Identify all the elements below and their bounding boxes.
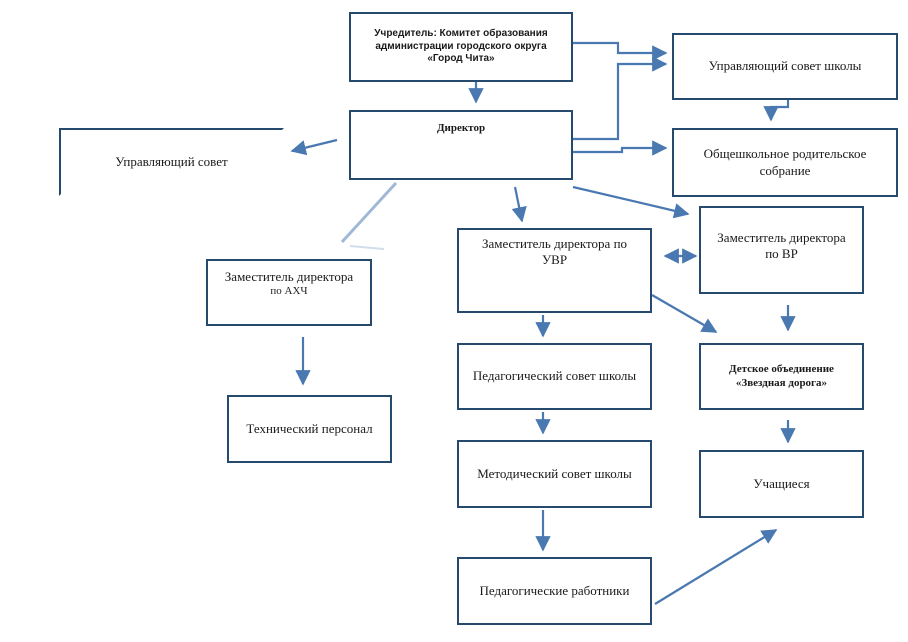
director-label: Директор <box>436 122 486 134</box>
deputy-uvr-box: Заместитель директора по УВР <box>457 228 652 313</box>
parents-meeting-line-2: собрание <box>759 162 811 178</box>
ped-workers-label: Педагогические работники <box>479 582 630 598</box>
tech-staff-label: Технический персонал <box>246 420 373 436</box>
students-label: Учащиеся <box>753 475 810 491</box>
children-assoc-box: Детское объединение «Звездная дорога» <box>699 343 864 410</box>
managing-council-school-box: Управляющий совет школы <box>672 33 898 100</box>
managing-council-label: Управляющий совет <box>115 153 228 169</box>
founder-line-3: «Город Чита» <box>427 53 495 65</box>
deputy-ahch-line-2: по АХЧ <box>270 285 308 298</box>
deputy-uvr-line-1: Заместитель директора по <box>481 236 628 251</box>
deputy-ahch-line-1: Заместитель директора <box>224 269 354 284</box>
ped-council-label: Педагогический совет школы <box>472 368 637 384</box>
children-assoc-line-1: Детское объединение <box>729 362 834 375</box>
arrow-director-to-deputy-uvr <box>511 186 527 223</box>
ped-council-box: Педагогический совет школы <box>457 343 652 410</box>
parents-meeting-line-1: Общешкольное родительское <box>703 146 867 162</box>
faded-link-director-to-deputy-ahch <box>340 181 398 244</box>
deputy-uvr-line-2: УВР <box>541 252 568 268</box>
arrow-director-to-managing-council-school <box>573 56 668 141</box>
method-council-label: Методический совет школы <box>477 465 632 481</box>
founder-line-2: администрации городского округа <box>375 40 547 52</box>
arrow-founder-to-managing-council-school <box>573 41 668 61</box>
arrow-council-to-parents-meeting <box>763 100 790 122</box>
students-box: Учащиеся <box>699 450 864 518</box>
managing-council-school-label: Управляющий совет школы <box>708 58 862 74</box>
arrow-deputy-uvr-to-children-assoc <box>651 294 718 333</box>
ped-workers-box: Педагогические работники <box>457 557 652 625</box>
tech-staff-box: Технический персонал <box>227 395 392 463</box>
arrow-director-to-deputy-vr <box>572 185 690 219</box>
managing-council-box: Управляющий совет <box>59 128 284 196</box>
parents-meeting-box: Общешкольное родительское собрание <box>672 128 898 197</box>
deputy-ahch-box: Заместитель директора по АХЧ <box>206 259 372 326</box>
deputy-vr-line-1: Заместитель директора <box>717 230 846 245</box>
children-assoc-line-2: «Звездная дорога» <box>735 376 828 389</box>
method-council-box: Методический совет школы <box>457 440 652 508</box>
founder-box: Учредитель: Комитет образования админист… <box>349 12 573 82</box>
arrow-director-to-parents-meeting <box>567 140 668 156</box>
arrow-ped-workers-to-students <box>654 529 778 605</box>
arrow-director-to-managing-council <box>290 138 338 156</box>
founder-line-1: Учредитель: Комитет образования <box>374 28 548 40</box>
director-box: Директор <box>349 110 573 180</box>
faded-link-stub <box>349 245 385 250</box>
deputy-vr-line-2: по ВР <box>765 246 798 262</box>
deputy-vr-box: Заместитель директора по ВР <box>699 206 864 294</box>
